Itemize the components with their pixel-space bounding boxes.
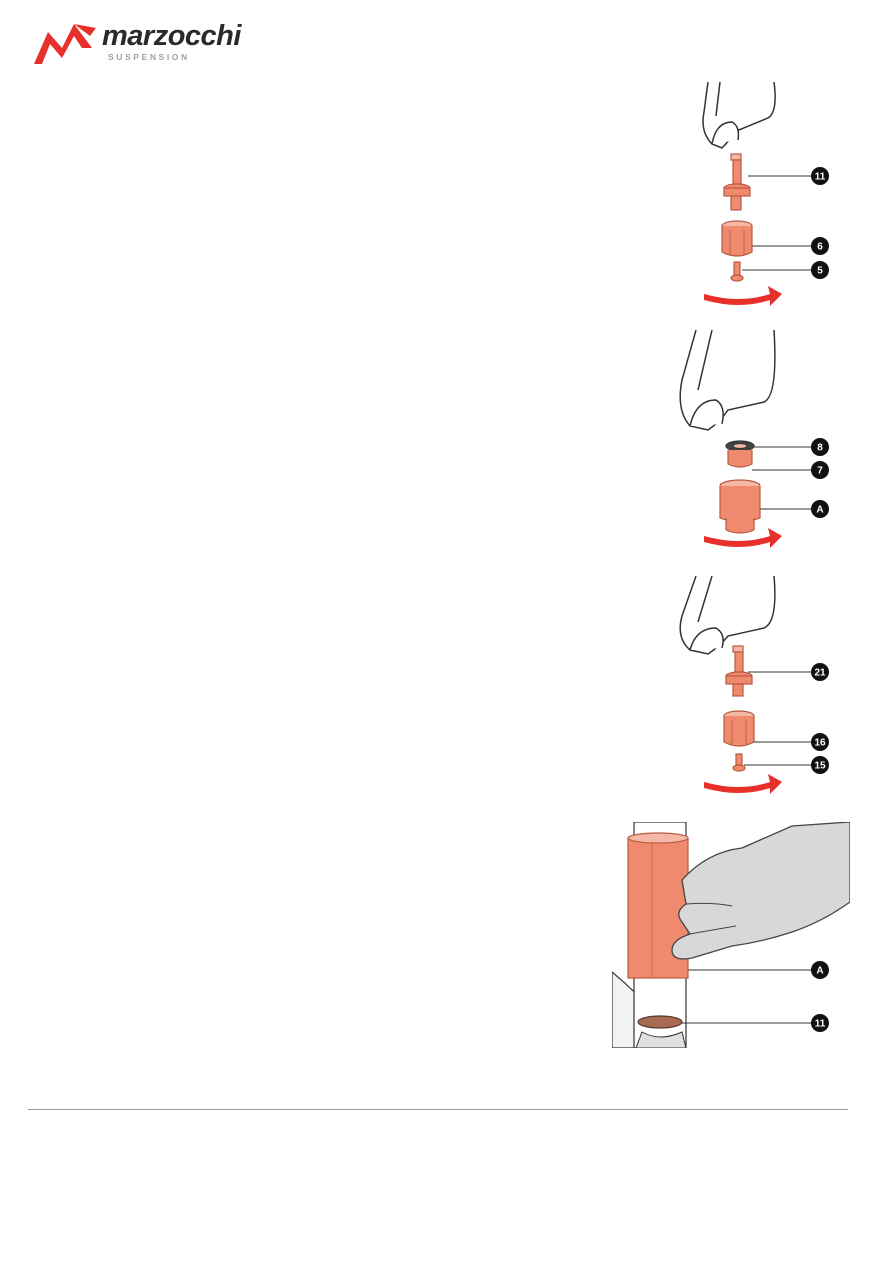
figure-2-cap-removal: 8 7 A [679,330,829,548]
callout-label: 11 [815,172,826,183]
rod-part-11 [723,153,751,211]
callout-label: 15 [814,761,826,772]
callouts: A 11 [682,961,829,1032]
figure-3-cartridge-disassembly: 21 16 15 [679,576,829,794]
callout-label: A [816,966,823,977]
rod-part-21 [725,645,753,697]
seal-part-11 [637,1015,683,1029]
callouts: 11 6 5 [742,167,829,279]
rotation-arrow-icon [704,774,782,794]
rotation-arrow-icon [704,528,782,548]
cap-part-8 [725,440,755,452]
brand-tagline: SUSPENSION [108,52,190,62]
bushing-part-7 [727,450,753,468]
screw-part-5 [730,261,744,282]
nut-part-6 [721,220,753,257]
brand-logo: marzocchi SUSPENSION [30,18,241,70]
fork-leg-illustration [679,576,776,655]
figure-4-tube-installation: A 11 [612,822,850,1048]
gloved-hand-illustration [671,822,850,960]
callout-label: 6 [817,242,823,253]
callouts: 8 7 A [752,438,829,518]
tool-part-A [719,479,761,534]
screw-part-15 [732,753,746,772]
footer-divider [28,1109,848,1110]
brand-name: marzocchi [102,20,241,52]
callout-label: 21 [814,668,826,679]
callout-label: 7 [817,466,823,477]
callout-label: 8 [817,443,823,454]
nut-part-16 [723,710,755,747]
callout-label: 16 [814,738,826,749]
fork-leg-illustration [679,330,776,431]
figure-1-cartridge-disassembly: 11 6 5 [702,82,829,306]
marzocchi-logo-icon [34,24,96,64]
callouts: 21 16 15 [744,663,829,774]
callout-label: 5 [817,266,823,277]
callout-label: 11 [815,1019,826,1030]
rotation-arrow-icon [704,286,782,306]
callout-label: A [816,505,823,516]
fork-leg-illustration [702,82,776,149]
